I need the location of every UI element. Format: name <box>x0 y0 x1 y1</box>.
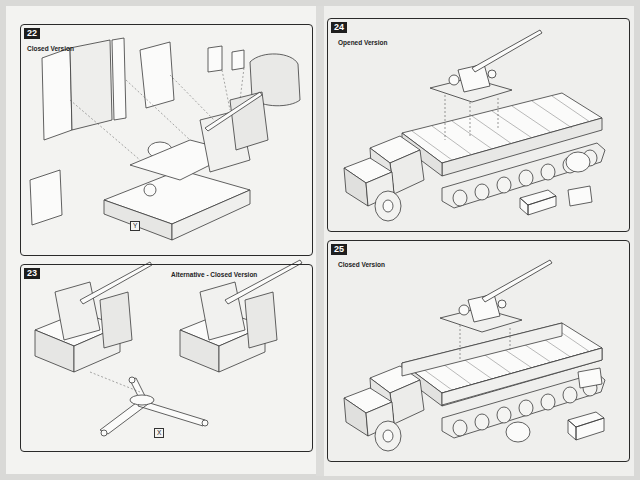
accessories <box>506 368 604 442</box>
ammo-box <box>520 190 556 215</box>
shield-plate <box>42 48 72 140</box>
pivot <box>130 395 154 405</box>
ammo-clips <box>578 368 602 388</box>
halftrack <box>344 93 605 221</box>
assembly-lines <box>70 68 244 160</box>
accessories <box>520 152 592 215</box>
small-parts <box>208 46 244 72</box>
mount-base <box>172 190 250 240</box>
ammo-box <box>568 412 604 440</box>
step-heading: Opened Version <box>338 39 388 47</box>
ammo-clips <box>568 186 592 206</box>
gun-barrel <box>205 92 262 131</box>
step-22-drawing <box>30 38 300 240</box>
shield-plate <box>140 42 174 108</box>
step-number: 24 <box>331 22 347 33</box>
step-number: 25 <box>331 244 347 255</box>
side-shield <box>100 292 132 348</box>
drum <box>506 422 530 442</box>
flak-gun <box>430 30 542 102</box>
step-number: 22 <box>24 28 40 39</box>
side-shield <box>245 292 277 348</box>
assembly-lines <box>460 325 510 360</box>
shield-plate <box>30 170 62 225</box>
part-letter: Y <box>130 221 140 231</box>
gun-body <box>55 282 100 340</box>
shield-plate <box>70 40 112 130</box>
gun-seat <box>144 184 156 196</box>
part-letter: X <box>154 428 164 438</box>
step-23-drawing <box>35 260 302 436</box>
step-heading: Alternative - Closed Version <box>171 271 257 279</box>
step-panel: 24Opened Version <box>327 18 630 232</box>
step-panel: 23 Alternative - Closed Version <box>20 264 313 452</box>
step-heading: Closed Version <box>338 261 385 269</box>
step-panel: 22Closed Version <box>20 24 313 256</box>
right-page <box>321 6 634 476</box>
gutter <box>316 6 324 476</box>
gun-body <box>200 282 245 340</box>
drum <box>566 152 590 172</box>
left-page <box>6 6 319 474</box>
halftrack <box>344 323 605 451</box>
flak-gun <box>440 260 552 332</box>
assembly-lines <box>445 95 498 140</box>
cross-platform <box>100 378 205 434</box>
mount-base <box>104 200 172 240</box>
step-number: 23 <box>24 268 40 279</box>
shield-plate <box>112 38 126 120</box>
step-heading: Closed Version <box>27 45 74 53</box>
step-panel: 25Closed Version <box>327 240 630 462</box>
side-boards <box>402 323 602 405</box>
